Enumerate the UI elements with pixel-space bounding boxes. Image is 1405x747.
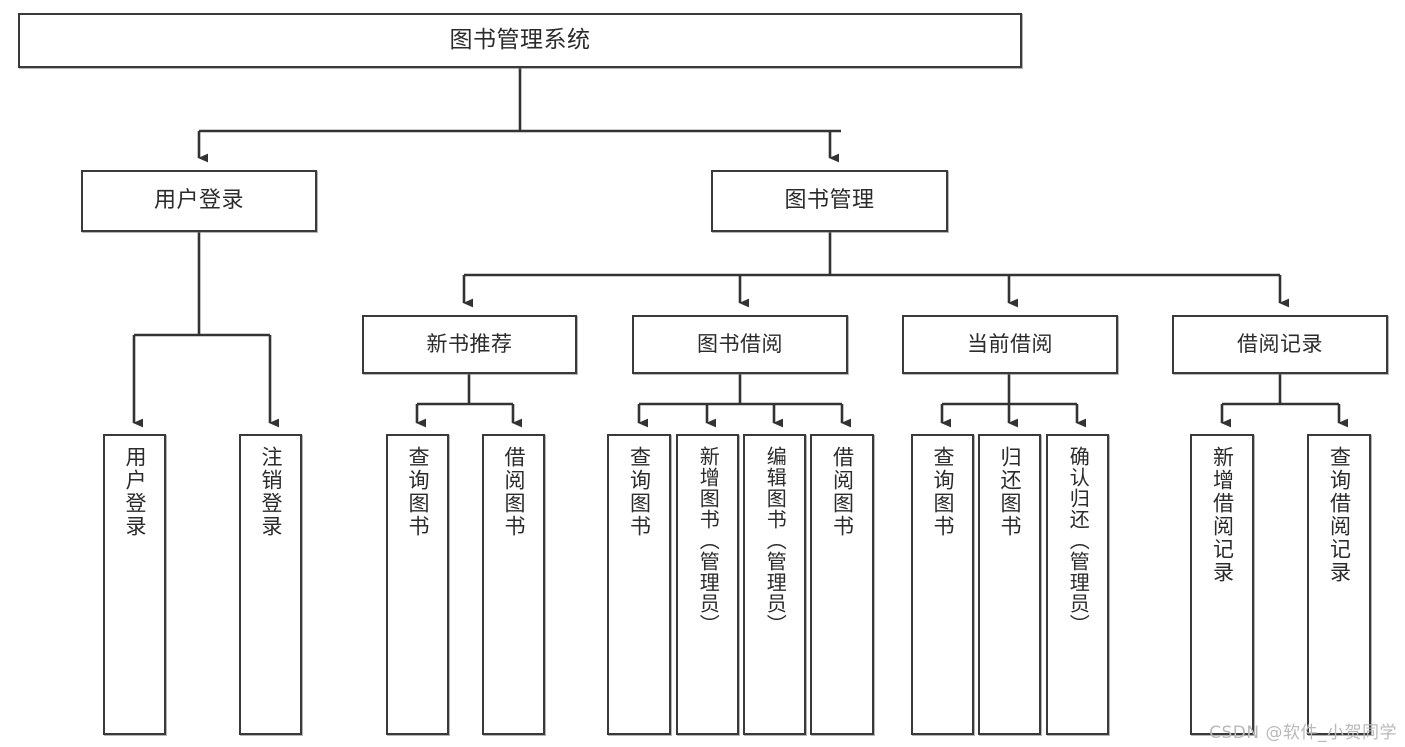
node-leaf-cur-return-label: 归还图书 — [997, 446, 1022, 538]
node-user-login[interactable]: 用户登录 — [81, 170, 317, 232]
node-leaf-rec-query2-label: 查询借阅记录 — [1327, 446, 1352, 584]
node-leaf-rec-add[interactable]: 新增借阅记录 — [1190, 434, 1254, 735]
node-leaf-rec-borrow-label: 借阅图书 — [501, 446, 526, 538]
node-root-label: 图书管理系统 — [449, 26, 591, 53]
node-leaf-rec-query2[interactable]: 查询借阅记录 — [1307, 434, 1371, 735]
node-book-borrow-label: 图书借阅 — [697, 332, 783, 357]
node-leaf-cur-query-label: 查询图书 — [930, 446, 955, 538]
node-leaf-borrow-query[interactable]: 查询图书 — [607, 434, 671, 735]
node-leaf-borrow-take[interactable]: 借阅图书 — [810, 434, 874, 735]
node-borrow-record-label: 借阅记录 — [1237, 332, 1323, 357]
node-leaf-borrow-add-label: 新增图书（管理员） — [696, 446, 721, 635]
node-leaf-borrow-take-label: 借阅图书 — [830, 446, 855, 538]
node-new-book-rec[interactable]: 新书推荐 — [362, 315, 577, 374]
node-leaf-rec-query[interactable]: 查询图书 — [386, 434, 449, 735]
node-leaf-user-login-label: 用户登录 — [122, 446, 147, 538]
node-root[interactable]: 图书管理系统 — [18, 13, 1022, 68]
node-book-manage-label: 图书管理 — [784, 188, 875, 214]
csdn-watermark: CSDN @软件_小贺同学 — [1209, 723, 1397, 743]
node-leaf-borrow-edit-label: 编辑图书（管理员） — [763, 446, 788, 635]
node-borrow-record[interactable]: 借阅记录 — [1172, 315, 1388, 374]
node-leaf-user-logout-label: 注销登录 — [258, 446, 283, 538]
node-leaf-cur-confirm-label: 确认归还（管理员） — [1066, 446, 1091, 635]
node-user-login-label: 用户登录 — [153, 188, 244, 214]
node-leaf-cur-confirm[interactable]: 确认归还（管理员） — [1046, 434, 1109, 735]
node-leaf-rec-borrow[interactable]: 借阅图书 — [482, 434, 545, 735]
node-leaf-borrow-edit[interactable]: 编辑图书（管理员） — [743, 434, 806, 735]
node-leaf-rec-add-label: 新增借阅记录 — [1210, 446, 1235, 584]
node-leaf-borrow-query-label: 查询图书 — [627, 446, 652, 538]
node-leaf-user-login[interactable]: 用户登录 — [103, 434, 166, 735]
node-current-borrow[interactable]: 当前借阅 — [902, 315, 1118, 374]
node-book-manage[interactable]: 图书管理 — [711, 170, 948, 232]
node-leaf-rec-query-label: 查询图书 — [405, 446, 430, 538]
node-leaf-user-logout[interactable]: 注销登录 — [239, 434, 302, 735]
node-leaf-cur-query[interactable]: 查询图书 — [911, 434, 974, 735]
node-book-borrow[interactable]: 图书借阅 — [632, 315, 848, 374]
node-leaf-borrow-add[interactable]: 新增图书（管理员） — [676, 434, 739, 735]
node-new-book-rec-label: 新书推荐 — [426, 332, 513, 357]
node-leaf-cur-return[interactable]: 归还图书 — [978, 434, 1041, 735]
node-current-borrow-label: 当前借阅 — [967, 332, 1053, 357]
